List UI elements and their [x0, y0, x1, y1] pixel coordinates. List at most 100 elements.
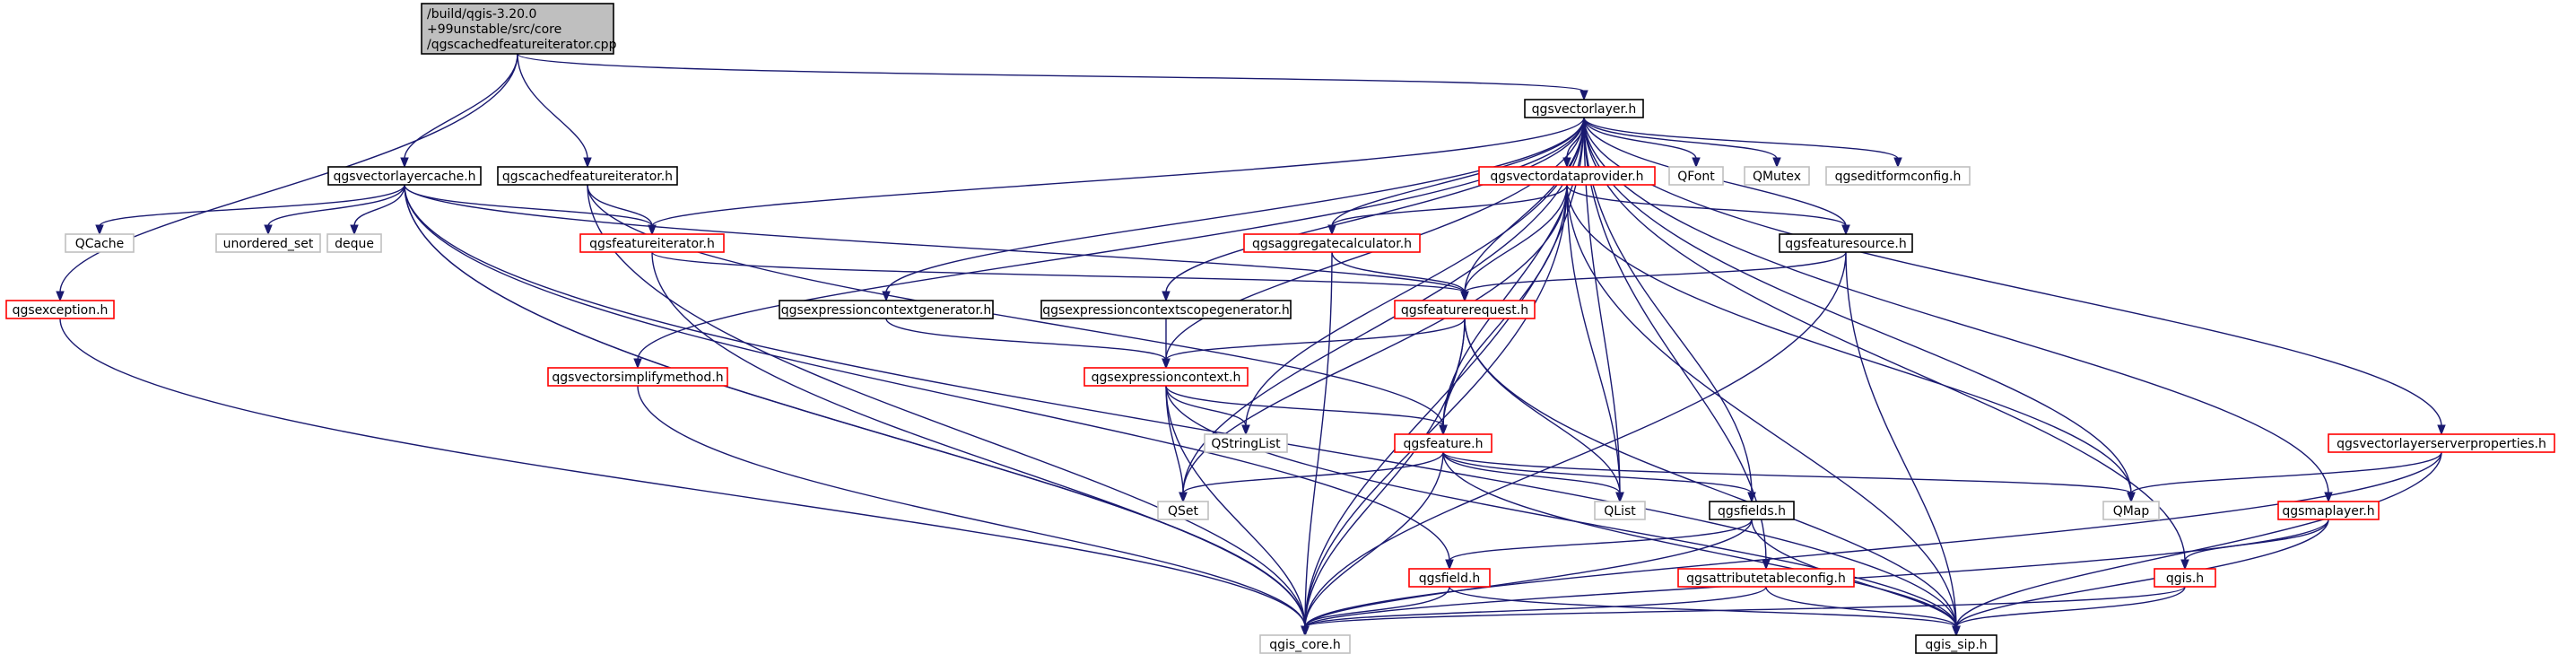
node-qgsexpressioncontextgenerator[interactable]: qgsexpressioncontextgenerator.h	[779, 300, 994, 319]
edge-qgsfeatureiterator-to-qgis_core	[651, 251, 1306, 628]
node-qcache: QCache	[65, 233, 135, 253]
node-box	[497, 166, 678, 186]
edge-arrowhead	[1162, 291, 1171, 302]
node-qgsvectorlayerserverproperties[interactable]: qgsvectorlayerserverproperties.h	[2328, 433, 2555, 453]
node-qgsfields[interactable]: qgsfields.h	[1709, 501, 1795, 520]
node-label: /build/qgis-3.20.0	[427, 7, 536, 22]
node-qgsvectorsimplifymethod[interactable]: qgsvectorsimplifymethod.h	[547, 367, 728, 387]
edge-qgsfield-to-qgis_sip	[1449, 586, 1957, 628]
edge-qgsvectorlayercache-to-qgis_core	[404, 184, 1306, 628]
edge-qgsvectorlayercache-to-deque	[353, 184, 405, 227]
edge-qgsfeature-to-qlist	[1442, 451, 1621, 494]
edge-qgsvectorlayer-to-qstringlist	[1245, 117, 1585, 427]
edge-arrowhead	[1179, 492, 1188, 503]
node-box	[1083, 367, 1249, 387]
node-qgsaggregatecalculator[interactable]: qgsaggregatecalculator.h	[1243, 233, 1421, 253]
node-qgsfield[interactable]: qgsfield.h	[1408, 568, 1491, 588]
node-qgsmaplayer[interactable]: qgsmaplayer.h	[2277, 501, 2380, 520]
edge-qgsvectorlayer-to-qmutex	[1583, 117, 1778, 160]
node-qgsfeaturerequest[interactable]: qgsfeaturerequest.h	[1394, 300, 1536, 319]
node-label: deque	[335, 237, 374, 251]
edge-qgsfields-to-qgis_core	[1304, 519, 1753, 628]
edge-arrowhead	[1580, 90, 1588, 101]
node-qgsattributetableconfig[interactable]: qgsattributetableconfig.h	[1677, 568, 1855, 588]
node-label: qgseditformconfig.h	[1835, 170, 1962, 184]
node-qgsvectorlayer[interactable]: qgsvectorlayer.h	[1524, 99, 1644, 118]
edge-qgsfields-to-qgsfield	[1449, 519, 1753, 562]
edge-qgsvectorlayercache-to-qcache	[99, 184, 405, 227]
node-label: QFont	[1677, 170, 1715, 184]
node-qgsfeaturesource[interactable]: qgsfeaturesource.h	[1779, 233, 1913, 253]
edge-qgsvectorlayerserverproperties-to-qgis_core	[1304, 451, 2442, 628]
edge-arrowhead	[264, 224, 273, 236]
edge-qgsvectorlayercache-to-qgis_core	[404, 184, 1306, 628]
node-box	[5, 300, 115, 319]
node-label: qgsfeature.h	[1404, 437, 1484, 451]
node-qlist: QList	[1594, 501, 1646, 520]
edges-layer	[56, 53, 2446, 637]
edge-qgscachedfeatureiterator-to-qgsfeatureiterator	[587, 184, 653, 227]
node-qgsfeature[interactable]: qgsfeature.h	[1394, 433, 1493, 453]
node-qgsvectordataprovider[interactable]: qgsvectordataprovider.h	[1478, 166, 1656, 186]
node-qmutex: QMutex	[1744, 166, 1810, 186]
node-label: qgscachedfeatureiterator.h	[502, 170, 673, 184]
edge-qgsvectorlayer-to-qgsexpressioncontextgenerator	[885, 117, 1585, 293]
node-label: qgsexception.h	[13, 303, 109, 318]
edge-arrowhead	[1952, 625, 1961, 637]
edge-qgsvectorlayer-to-qgis	[1583, 117, 2186, 562]
node-box	[579, 233, 725, 253]
edge-qgsvectorlayer-to-qfont	[1583, 117, 1697, 160]
node-qgsfeatureiterator[interactable]: qgsfeatureiterator.h	[579, 233, 725, 253]
node-label: qgsvectorlayercache.h	[333, 170, 475, 184]
edge-root-to-qgsvectorlayercache	[404, 53, 518, 160]
node-label: qgsvectorsimplifymethod.h	[552, 371, 723, 385]
node-box	[1594, 501, 1646, 520]
edge-qgsvectordataprovider-to-qgis_core	[1304, 184, 1568, 628]
node-qgscachedfeatureiterator[interactable]: qgscachedfeatureiterator.h	[497, 166, 678, 186]
edge-arrowhead	[1772, 157, 1781, 169]
edge-qgsfeaturerequest-to-qgis_core	[1304, 318, 1466, 628]
node-qgis[interactable]: qgis.h	[2154, 568, 2216, 588]
node-box	[1478, 166, 1656, 186]
edge-arrowhead	[1445, 559, 1454, 571]
edge-qgsfeature-to-qset	[1182, 451, 1444, 494]
node-box	[421, 3, 614, 55]
node-label: qgsfeaturerequest.h	[1401, 303, 1528, 318]
edge-qgsvectordataprovider-to-qgsaggregatecalculator	[1331, 184, 1568, 227]
node-label: qgsexpressioncontext.h	[1092, 371, 1241, 385]
node-qgsexpressioncontext[interactable]: qgsexpressioncontext.h	[1083, 367, 1249, 387]
node-label: qgsfields.h	[1718, 504, 1786, 519]
node-box	[1408, 568, 1491, 588]
node-box	[1394, 433, 1493, 453]
node-qgsexception[interactable]: qgsexception.h	[5, 300, 115, 319]
node-qgsvectorlayercache[interactable]: qgsvectorlayercache.h	[327, 166, 482, 186]
node-label: qgis.h	[2166, 571, 2204, 586]
edge-qgsvectorlayer-to-qgsvectorsimplifymethod	[637, 117, 1585, 361]
edge-arrowhead	[1615, 492, 1624, 503]
node-box	[1825, 166, 1971, 186]
node-qgis_sip[interactable]: qgis_sip.h	[1915, 634, 1997, 654]
node-box	[2277, 501, 2380, 520]
edge-qgsvectorlayercache-to-qgis_sip	[404, 184, 1957, 628]
edge-arrowhead	[2437, 424, 2446, 436]
node-box	[1157, 501, 1209, 520]
node-box	[1040, 300, 1292, 319]
edge-qgsvectorlayer-to-qgsfeatureiterator	[651, 117, 1585, 227]
edge-arrowhead	[1562, 157, 1571, 169]
node-label: qgsexpressioncontextscopegenerator.h	[1042, 303, 1290, 318]
edge-arrowhead	[1301, 625, 1310, 637]
edge-arrowhead	[1162, 358, 1171, 370]
node-label: /qgscachedfeatureiterator.cpp	[427, 38, 617, 52]
edge-qgsfeatureiterator-to-qgsfeaturerequest	[651, 251, 1466, 293]
node-box	[779, 300, 994, 319]
node-qgsexpressioncontextscopegenerator[interactable]: qgsexpressioncontextscopegenerator.h	[1040, 300, 1292, 319]
edge-arrowhead	[882, 291, 891, 302]
edge-arrowhead	[583, 157, 592, 169]
edge-qgsvectorlayer-to-qgsmaplayer	[1583, 117, 2329, 494]
edge-arrowhead	[2127, 492, 2136, 503]
node-qfont: QFont	[1668, 166, 1724, 186]
edge-qgsvectorlayercache-to-qgsfield	[404, 184, 1450, 562]
edge-arrowhead	[2324, 492, 2333, 503]
edge-qgsfeature-to-qgsfields	[1442, 451, 1753, 494]
